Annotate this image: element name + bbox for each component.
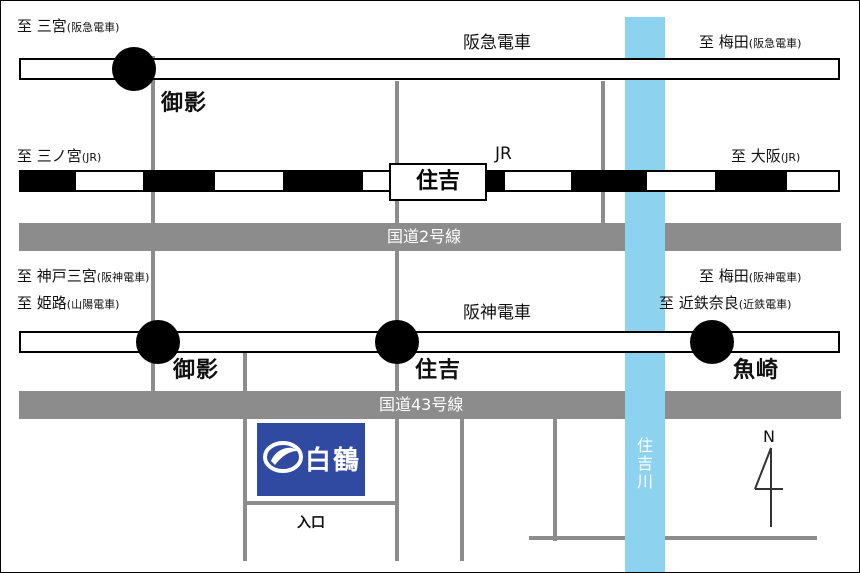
hanshin-mikage-station-label: 御影 [173, 358, 220, 383]
north-arrow-icon [754, 447, 783, 527]
hakutsuru-crane-logo-icon [263, 441, 303, 473]
compass-north-label: N [763, 427, 775, 446]
brand-name: 白鶴 [305, 446, 362, 476]
route43-label: 国道43号線 [379, 395, 464, 414]
route2-road-west [19, 223, 625, 251]
station-dot-hanshin-uozaki [690, 320, 734, 364]
jr-line-name: JR [495, 144, 512, 164]
hanshin-left-destination-2: 至 姫路(山陽電車) [17, 294, 120, 312]
jr-sumiyoshi-station-label: 住吉 [389, 163, 487, 201]
hanshin-right-destination-1: 至 梅田(阪神電車) [699, 267, 802, 285]
station-dot-hankyu-mikage [112, 47, 156, 91]
hankyu-left-destination: 至 三宮(阪急電車) [17, 17, 120, 35]
hankyu-mikage-station-label: 御影 [161, 91, 208, 116]
entrance-label: 入口 [297, 515, 325, 531]
river-label: 住吉川 [634, 437, 653, 491]
hankyu-right-destination: 至 梅田(阪急電車) [699, 33, 802, 51]
station-dot-hanshin-mikage [136, 320, 180, 364]
hanshin-sumiyoshi-station-label: 住吉 [415, 358, 462, 383]
route2-label: 国道2号線 [387, 227, 462, 246]
hanshin-uozaki-station-label: 魚崎 [733, 358, 780, 383]
hankyu-line [19, 58, 840, 80]
hanshin-line [19, 331, 840, 353]
jr-left-destination: 至 三ノ宮(JR) [17, 147, 102, 165]
hanshin-left-destination-1: 至 神戸三宮(阪神電車) [17, 267, 150, 285]
route2-road-east [665, 223, 841, 251]
sumiyoshi-river [625, 17, 665, 572]
route43-road-east [665, 391, 841, 419]
hakutsuru-brand-block: 白鶴 [257, 423, 365, 496]
route43-road-west [19, 391, 625, 419]
hanshin-line-name: 阪神電車 [463, 303, 531, 323]
station-dot-hanshin-sumiyoshi [375, 320, 419, 364]
jr-right-destination: 至 大阪(JR) [731, 147, 801, 165]
hanshin-right-destination-2: 至 近鉄奈良(近鉄電車) [659, 294, 792, 312]
hankyu-line-name: 阪急電車 [463, 33, 531, 53]
jr-line-dashes [20, 171, 787, 191]
